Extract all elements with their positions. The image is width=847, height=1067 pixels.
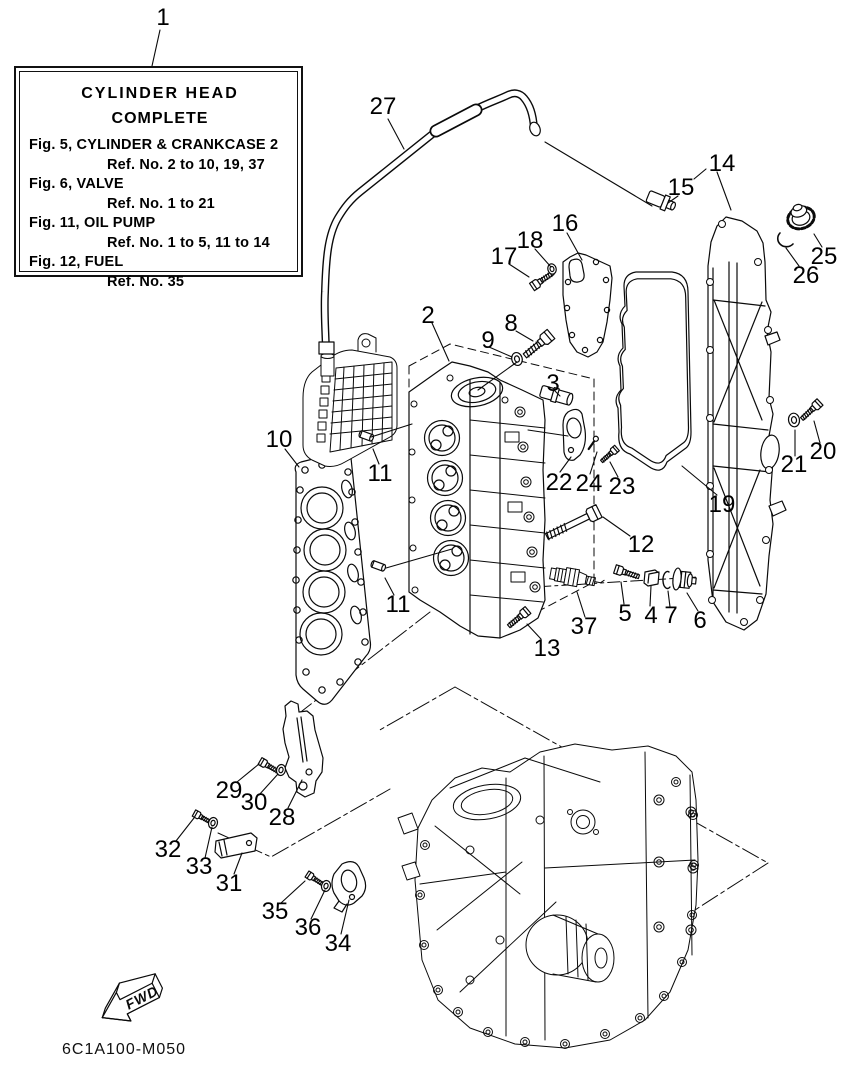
info-fig-6: Fig. 6, VALVE xyxy=(29,176,124,192)
info-ref-11: Ref. No. 1 to 5, 11 to 14 xyxy=(107,234,270,251)
drawing-number: 6C1A100-M050 xyxy=(62,1041,187,1058)
bolt-23 xyxy=(598,444,620,465)
plug-6 xyxy=(672,568,697,592)
callout-11-a: 11 xyxy=(367,460,393,487)
cam-end-plate-22 xyxy=(563,409,585,460)
filler-cap-25 xyxy=(784,201,817,233)
callout-7: 7 xyxy=(664,602,678,629)
bolt-12 xyxy=(544,505,602,543)
callout-25: 25 xyxy=(810,243,838,270)
callout-36: 36 xyxy=(294,914,322,941)
bolt-8 xyxy=(520,328,556,362)
head-gasket-10 xyxy=(293,452,371,705)
callout-23: 23 xyxy=(608,473,636,500)
callout-21: 21 xyxy=(780,451,808,478)
washer-9 xyxy=(509,350,525,368)
tube-27 xyxy=(319,93,542,354)
callout-6: 6 xyxy=(693,607,707,634)
info-ref-5: Ref. No. 2 to 10, 19, 37 xyxy=(107,156,265,173)
info-ref-6: Ref. No. 1 to 21 xyxy=(107,195,215,212)
spacer-31 xyxy=(215,833,257,858)
info-fig-12: Fig. 12, FUEL xyxy=(29,254,124,270)
callout-31: 31 xyxy=(215,870,243,897)
callout-1: 1 xyxy=(156,4,170,31)
bolt-20 xyxy=(798,398,824,423)
leader-lines xyxy=(152,30,822,934)
pin-24 xyxy=(587,435,600,450)
fasteners xyxy=(191,262,824,893)
joint-sleeve-3 xyxy=(539,384,574,406)
cover-gasket-19 xyxy=(616,272,691,470)
callout-32: 32 xyxy=(154,836,182,863)
info-box: CYLINDER HEAD COMPLETE Fig. 5, CYLINDER … xyxy=(14,66,303,290)
crankcase xyxy=(398,744,699,1049)
info-fig-5: Fig. 5, CYLINDER & CRANKCASE 2 xyxy=(29,137,279,153)
callout-22: 22 xyxy=(545,469,573,496)
callout-13: 13 xyxy=(533,635,561,662)
callout-18: 18 xyxy=(516,227,544,254)
info-title-line2: COMPLETE xyxy=(111,110,209,127)
callout-37: 37 xyxy=(570,613,598,640)
screw-5 xyxy=(613,564,641,582)
callout-29: 29 xyxy=(215,777,243,804)
breather-cover xyxy=(303,334,397,467)
callout-3: 3 xyxy=(546,370,560,397)
callout-17: 17 xyxy=(490,243,518,270)
callout-12: 12 xyxy=(627,531,655,558)
callout-15: 15 xyxy=(667,174,695,201)
callout-35: 35 xyxy=(261,898,289,925)
callout-14: 14 xyxy=(708,150,736,177)
callout-10: 10 xyxy=(265,426,293,453)
callout-27: 27 xyxy=(369,93,397,120)
callout-19: 19 xyxy=(708,491,736,518)
info-title-line1: CYLINDER HEAD xyxy=(81,85,239,102)
dowel-pin-11b xyxy=(369,559,387,573)
fwd-arrow-icon: FWD xyxy=(92,967,169,1032)
callout-11-b: 11 xyxy=(385,591,411,618)
retainer-34 xyxy=(332,862,366,912)
callout-8: 8 xyxy=(504,310,518,337)
rubber-seal-15 xyxy=(645,189,678,214)
washer-21 xyxy=(786,411,802,429)
callout-24: 24 xyxy=(575,470,603,497)
callout-34: 34 xyxy=(324,930,352,957)
callout-30: 30 xyxy=(240,789,268,816)
washer-33 xyxy=(206,816,220,830)
callout-5: 5 xyxy=(618,600,632,627)
cylinder-head-cover-14 xyxy=(707,217,787,630)
bracket-28 xyxy=(283,701,323,797)
callout-20: 20 xyxy=(809,438,837,465)
info-box-inner: CYLINDER HEAD COMPLETE Fig. 5, CYLINDER … xyxy=(19,71,298,290)
info-ref-12: Ref. No. 35 xyxy=(107,273,185,290)
callout-16: 16 xyxy=(551,210,579,237)
info-fig-11: Fig. 11, OIL PUMP xyxy=(29,215,156,231)
callout-2: 2 xyxy=(421,302,435,329)
callout-33: 33 xyxy=(185,853,213,880)
callout-26: 26 xyxy=(792,262,820,289)
cylinder-head-2 xyxy=(409,362,545,638)
spark-plug-37 xyxy=(549,565,605,591)
c-washer-7 xyxy=(663,571,670,588)
callout-28: 28 xyxy=(268,804,296,831)
callout-4: 4 xyxy=(644,602,658,629)
snap-ring-26 xyxy=(778,233,793,247)
callout-9: 9 xyxy=(481,327,495,354)
cap-4 xyxy=(644,570,659,586)
plate-16 xyxy=(563,253,612,357)
